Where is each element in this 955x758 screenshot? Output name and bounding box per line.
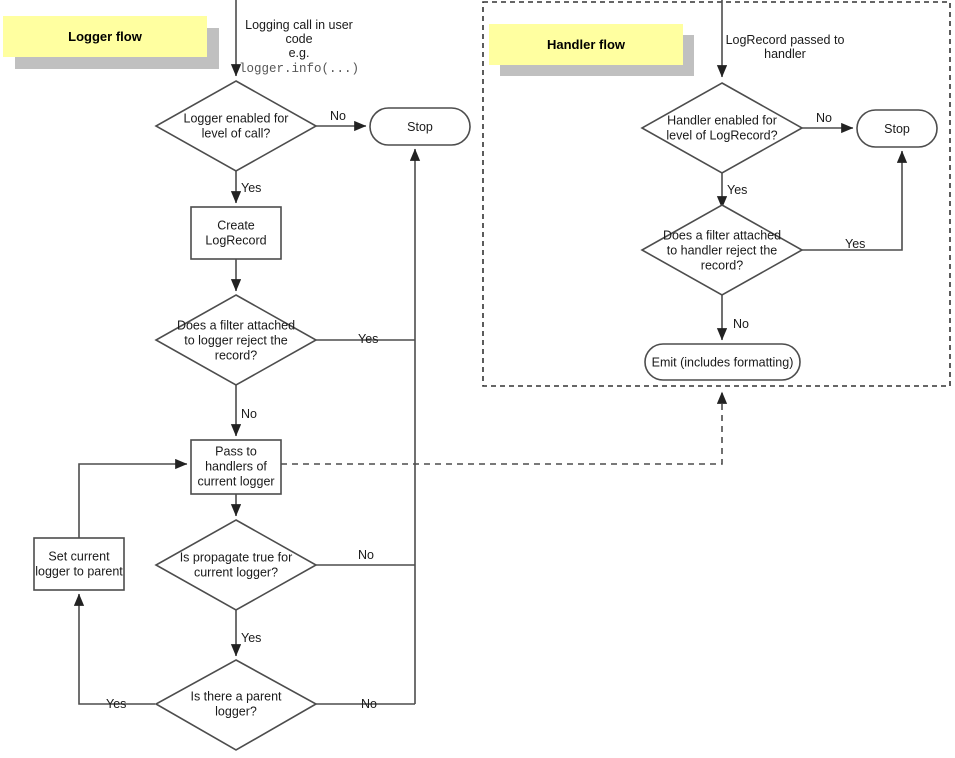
decision-logger-enabled-line2: level of call? xyxy=(202,126,271,140)
decision-has-parent-logger-line2: logger? xyxy=(215,704,257,718)
terminator-logger-stop[interactable]: Stop xyxy=(369,107,471,146)
edge-set-parent-to-pass xyxy=(78,458,188,538)
handler-flow-banner: Handler flow xyxy=(489,24,694,76)
decision-handler-filter[interactable]: Does a filter attached to handler reject… xyxy=(640,204,804,296)
edge-pass-to-handler-flow-dashed xyxy=(281,391,728,465)
process-create-logrecord-line2: LogRecord xyxy=(205,233,266,247)
logging-call-caption-code: logger.info(...) xyxy=(239,62,359,76)
decision-has-parent-logger[interactable]: Is there a parent logger? xyxy=(154,659,318,751)
process-create-logrecord-line1: Create xyxy=(217,218,255,232)
edge-label-logger-enabled-yes: Yes xyxy=(241,181,261,195)
decision-handler-filter-line3: record? xyxy=(701,258,743,272)
decision-logger-filter-line3: record? xyxy=(215,348,257,362)
terminator-emit[interactable]: Emit (includes formatting) xyxy=(644,343,801,381)
process-pass-to-handlers[interactable]: Pass to handlers of current logger xyxy=(190,439,282,495)
edge-label-has-parent-no: No xyxy=(361,697,377,711)
terminator-emit-shape[interactable] xyxy=(644,343,801,381)
edge-label-handler-enabled-no: No xyxy=(816,111,832,125)
logging-call-caption-line2: code xyxy=(285,32,312,46)
decision-logger-filter-line2: to logger reject the xyxy=(184,333,288,347)
process-pass-to-handlers-line3: current logger xyxy=(197,474,274,488)
decision-logger-filter-line1: Does a filter attached xyxy=(177,318,295,332)
process-create-logrecord[interactable]: Create LogRecord xyxy=(190,206,282,260)
process-pass-to-handlers-line1: Pass to xyxy=(215,444,257,458)
decision-handler-enabled[interactable]: Handler enabled for level of LogRecord? xyxy=(640,82,804,174)
edge-label-handler-filter-no: No xyxy=(733,317,749,331)
process-create-logrecord-shape[interactable] xyxy=(190,206,282,260)
edge-label-propagate-no: No xyxy=(358,548,374,562)
decision-logger-enabled-line1: Logger enabled for xyxy=(184,111,289,125)
decision-handler-enabled-line1: Handler enabled for xyxy=(667,113,777,127)
decision-has-parent-logger-shape[interactable] xyxy=(154,659,318,751)
logrecord-passed-caption: LogRecord passed to handler xyxy=(726,33,845,61)
logrecord-passed-caption-line1: LogRecord passed to xyxy=(726,33,845,47)
terminator-logger-stop-label: Stop xyxy=(407,120,433,134)
terminator-handler-stop-shape[interactable] xyxy=(856,109,938,148)
edge-label-logger-enabled-no: No xyxy=(330,109,346,123)
handler-flow-banner-label: Handler flow xyxy=(547,37,626,52)
logger-flow-banner-label: Logger flow xyxy=(68,29,143,44)
decision-handler-filter-line1: Does a filter attached xyxy=(663,228,781,242)
process-pass-to-handlers-shape[interactable] xyxy=(190,439,282,495)
decision-is-propagate-shape[interactable] xyxy=(154,519,318,611)
edge-handler-filter-yes-to-stop xyxy=(802,150,908,251)
handler-flow-group-box xyxy=(482,1,951,387)
decision-is-propagate-line1: Is propagate true for xyxy=(180,550,293,564)
logger-flow-banner-fill xyxy=(3,16,207,57)
logging-call-caption: Logging call in user code e.g. logger.in… xyxy=(239,18,359,76)
handler-flow-banner-fill xyxy=(489,24,683,65)
process-set-logger-to-parent-shape[interactable] xyxy=(33,537,125,591)
decision-handler-enabled-line2: level of LogRecord? xyxy=(666,128,777,142)
decision-logger-filter-shape[interactable] xyxy=(154,294,318,386)
edge-label-handler-enabled-yes: Yes xyxy=(727,183,747,197)
process-pass-to-handlers-line2: handlers of xyxy=(205,459,267,473)
edge-label-logger-filter-yes: Yes xyxy=(358,332,378,346)
process-set-logger-to-parent-line2: logger to parent xyxy=(35,564,123,578)
terminator-logger-stop-shape[interactable] xyxy=(369,107,471,146)
edge-has-parent-yes-to-set-parent xyxy=(73,593,155,705)
decision-logger-enabled-shape[interactable] xyxy=(154,80,318,172)
decision-handler-filter-line2: to handler reject the xyxy=(667,243,778,257)
decision-logger-filter[interactable]: Does a filter attached to logger reject … xyxy=(154,294,318,386)
decision-handler-filter-shape[interactable] xyxy=(640,204,804,296)
decision-handler-enabled-shape[interactable] xyxy=(640,82,804,174)
logger-flow-banner: Logger flow xyxy=(3,16,219,69)
terminator-handler-stop[interactable]: Stop xyxy=(856,109,938,148)
logging-call-caption-line1: Logging call in user xyxy=(245,18,353,32)
logging-call-caption-line3: e.g. xyxy=(289,46,310,60)
edge-label-propagate-yes: Yes xyxy=(241,631,261,645)
edge-label-logger-filter-no: No xyxy=(241,407,257,421)
terminator-handler-stop-label: Stop xyxy=(884,122,910,136)
decision-is-propagate-line2: current logger? xyxy=(194,565,278,579)
process-set-logger-to-parent[interactable]: Set current logger to parent xyxy=(33,537,125,591)
decision-logger-enabled[interactable]: Logger enabled for level of call? xyxy=(154,80,318,172)
decision-is-propagate[interactable]: Is propagate true for current logger? xyxy=(154,519,318,611)
logrecord-passed-caption-line2: handler xyxy=(764,47,806,61)
edge-label-has-parent-yes: Yes xyxy=(106,697,126,711)
terminator-emit-label: Emit (includes formatting) xyxy=(652,355,794,369)
edge-label-handler-filter-yes: Yes xyxy=(845,237,865,251)
decision-has-parent-logger-line1: Is there a parent xyxy=(190,689,282,703)
process-set-logger-to-parent-line1: Set current xyxy=(48,549,110,563)
